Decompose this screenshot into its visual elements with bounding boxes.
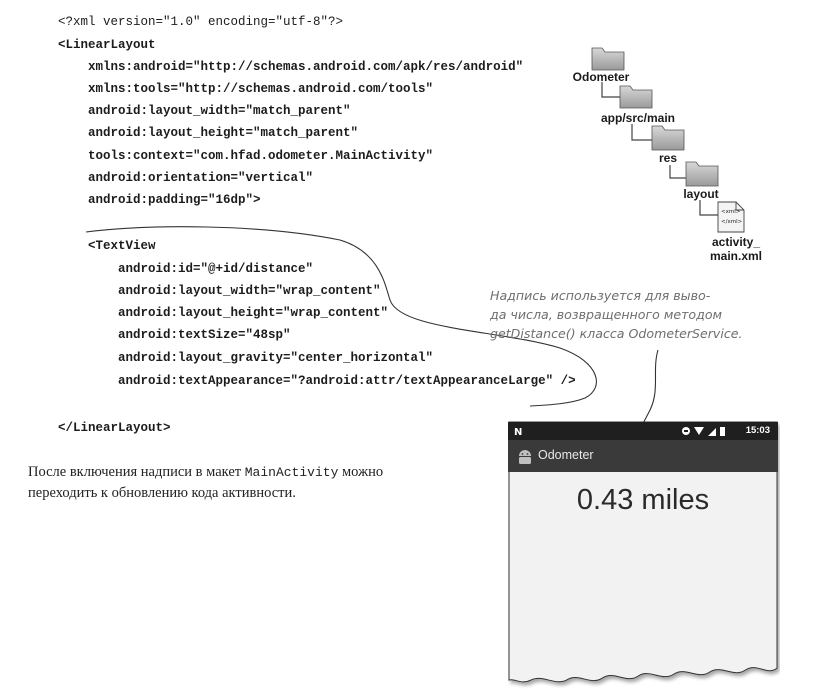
- code-line-textview-width: android:layout_width="wrap_content": [118, 284, 381, 298]
- code-line-textview-gravity: android:layout_gravity="center_horizonta…: [118, 351, 434, 365]
- app-bar: Odometer: [508, 440, 778, 472]
- code-line-linearlayout-close: </LinearLayout>: [58, 421, 171, 435]
- annotation-note-line3: getDistance() класса OdometerService.: [490, 326, 743, 341]
- annotation-note-line1: Надпись используется для выво-: [490, 288, 711, 303]
- android-robot-icon: [519, 450, 531, 464]
- code-line-linearlayout-open: <LinearLayout: [58, 38, 156, 52]
- status-bar: N 15:03: [508, 422, 778, 440]
- file-label-line2: main.xml: [709, 249, 763, 263]
- xml-file-icon-text2: </xml>: [721, 219, 743, 225]
- folder-icon: [685, 161, 719, 187]
- code-line-textview-open: <TextView: [88, 239, 156, 253]
- folder-icon: [651, 125, 685, 151]
- xml-file-icon: [717, 201, 745, 233]
- code-line-xml-declaration: <?xml version="1.0" encoding="utf-8"?>: [58, 15, 344, 29]
- code-line-tools-context: tools:context="com.hfad.odometer.MainAct…: [88, 149, 434, 163]
- folder-label-odometer: Odometer: [572, 70, 630, 84]
- code-line-textview-appearance: android:textAppearance="?android:attr/te…: [118, 374, 576, 388]
- folder-icon: [619, 85, 653, 109]
- svg-text:N: N: [514, 427, 522, 438]
- distance-text: 0.43 miles: [576, 484, 710, 516]
- app-title: Odometer: [538, 448, 594, 462]
- body-text-class-name: MainActivity: [244, 465, 339, 480]
- body-text-part2: можно переходить к обновлению кода актив…: [28, 464, 384, 501]
- code-line-textview-height: android:layout_height="wrap_content": [118, 306, 389, 320]
- code-line-xmlns-android: xmlns:android="http://schemas.android.co…: [88, 60, 524, 74]
- folder-label-layout: layout: [683, 187, 719, 201]
- annotation-note-line2: да числа, возвращенного методом: [490, 307, 723, 322]
- code-line-layout-height: android:layout_height="match_parent": [88, 126, 359, 140]
- status-time: 15:03: [745, 425, 770, 436]
- status-icons-left: N: [514, 426, 536, 438]
- folder-label-app-src-main: app/src/main: [600, 111, 676, 125]
- file-label-line1: activity_: [711, 235, 761, 249]
- code-line-padding: android:padding="16dp">: [88, 193, 261, 207]
- xml-file-icon-text1: <xml>: [721, 209, 741, 215]
- code-line-layout-width: android:layout_width="match_parent": [88, 104, 351, 118]
- body-text-part1: После включения надписи в макет: [28, 464, 245, 480]
- code-line-textview-textsize: android:textSize="48sp": [118, 328, 291, 342]
- folder-label-res: res: [658, 151, 678, 165]
- code-line-textview-id: android:id="@+id/distance": [118, 262, 314, 276]
- phone-screen: [508, 421, 778, 683]
- status-icons-right: [682, 427, 725, 436]
- folder-icon: [591, 47, 625, 71]
- body-paragraph: После включения надписи в макет MainActi…: [28, 462, 448, 503]
- code-line-xmlns-tools: xmlns:tools="http://schemas.android.com/…: [88, 82, 434, 96]
- code-line-orientation: android:orientation="vertical": [88, 171, 314, 185]
